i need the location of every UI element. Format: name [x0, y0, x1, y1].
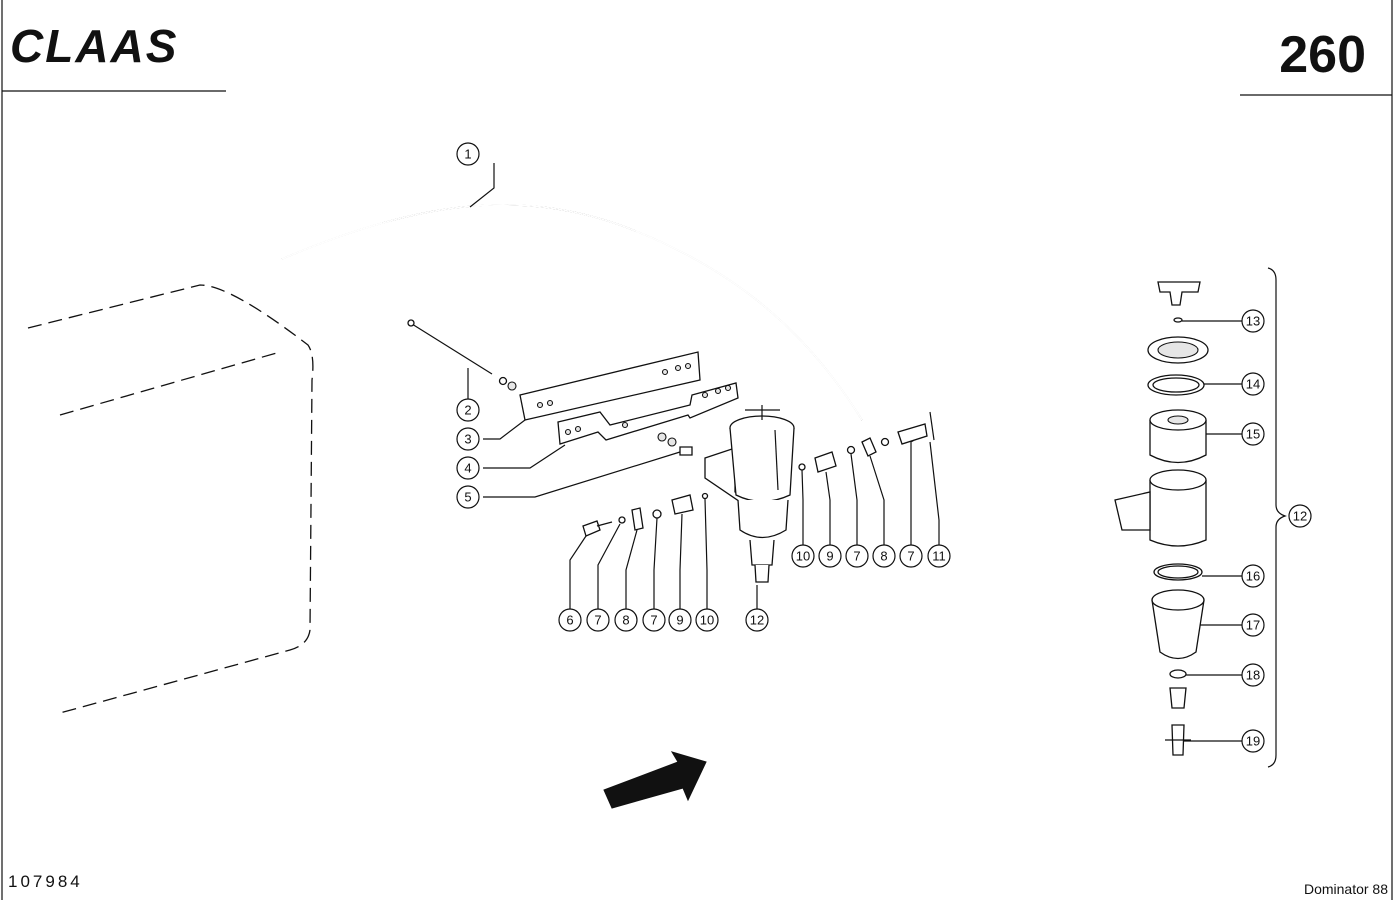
callout-7b: 7 — [642, 608, 666, 632]
screw-with-washers — [657, 432, 693, 456]
callout-16: 16 — [1241, 564, 1265, 588]
leader-lines — [467, 163, 1242, 742]
figure-id: 107984 — [8, 872, 83, 891]
callout-8a: 8 — [614, 608, 638, 632]
callout-2: 2 — [456, 398, 480, 422]
svg-text:5: 5 — [464, 490, 471, 505]
svg-text:10: 10 — [700, 613, 714, 628]
callout-1: 1 — [456, 142, 480, 166]
mounting-bracket-lower — [557, 382, 739, 445]
svg-text:18: 18 — [1246, 668, 1260, 683]
long-bolt — [407, 319, 517, 391]
svg-text:11: 11 — [932, 549, 946, 564]
svg-text:3: 3 — [464, 432, 471, 447]
brand-logo: CLAAS — [10, 20, 178, 72]
callout-18: 18 — [1241, 663, 1265, 687]
callout-6: 6 — [558, 608, 582, 632]
page-number: 260 — [1279, 26, 1366, 84]
svg-text:2: 2 — [464, 403, 471, 418]
callout-3: 3 — [456, 427, 480, 451]
svg-text:4: 4 — [464, 461, 471, 476]
svg-text:19: 19 — [1246, 734, 1260, 749]
callout-12b: 12 — [1288, 504, 1312, 528]
callout-7a: 7 — [586, 608, 610, 632]
svg-text:15: 15 — [1246, 427, 1260, 442]
svg-text:9: 9 — [676, 613, 683, 628]
callout-10a: 10 — [695, 608, 719, 632]
right-fitting-parts — [798, 411, 935, 473]
svg-text:9: 9 — [826, 549, 833, 564]
svg-text:12: 12 — [1293, 509, 1307, 524]
fuel-filter-assembly — [704, 405, 795, 583]
svg-text:6: 6 — [566, 613, 573, 628]
svg-text:13: 13 — [1246, 314, 1260, 329]
svg-text:10: 10 — [796, 549, 810, 564]
left-fitting-parts — [582, 492, 709, 537]
callout-10b: 10 — [791, 544, 815, 568]
svg-text:8: 8 — [622, 613, 629, 628]
fuel-pipe — [281, 204, 863, 421]
svg-text:16: 16 — [1246, 569, 1260, 584]
direction-arrow-icon — [603, 751, 707, 809]
callout-5: 5 — [456, 485, 480, 509]
callout-15: 15 — [1241, 422, 1265, 446]
callout-14: 14 — [1241, 372, 1265, 396]
callout-17: 17 — [1241, 613, 1265, 637]
callout-9a: 9 — [668, 608, 692, 632]
svg-text:8: 8 — [880, 549, 887, 564]
callout-19: 19 — [1241, 729, 1265, 753]
fuel-tank-outline — [27, 284, 314, 714]
model-name: Dominator 88 — [1304, 881, 1388, 897]
mounting-bracket-upper — [519, 351, 701, 421]
callout-11: 11 — [927, 544, 951, 568]
filter-exploded-components — [1114, 281, 1209, 756]
callout-7d: 7 — [899, 544, 923, 568]
svg-text:14: 14 — [1246, 377, 1260, 392]
svg-text:12: 12 — [750, 613, 764, 628]
callout-13: 13 — [1241, 309, 1265, 333]
callout-4: 4 — [456, 456, 480, 480]
group-bracket — [1267, 267, 1287, 768]
svg-text:17: 17 — [1246, 618, 1260, 633]
callout-9b: 9 — [818, 544, 842, 568]
svg-text:7: 7 — [594, 613, 601, 628]
svg-text:7: 7 — [907, 549, 914, 564]
svg-text:7: 7 — [650, 613, 657, 628]
svg-text:1: 1 — [464, 147, 471, 162]
callout-12a: 12 — [745, 608, 769, 632]
callout-8b: 8 — [872, 544, 896, 568]
callout-7c: 7 — [845, 544, 869, 568]
svg-text:7: 7 — [853, 549, 860, 564]
